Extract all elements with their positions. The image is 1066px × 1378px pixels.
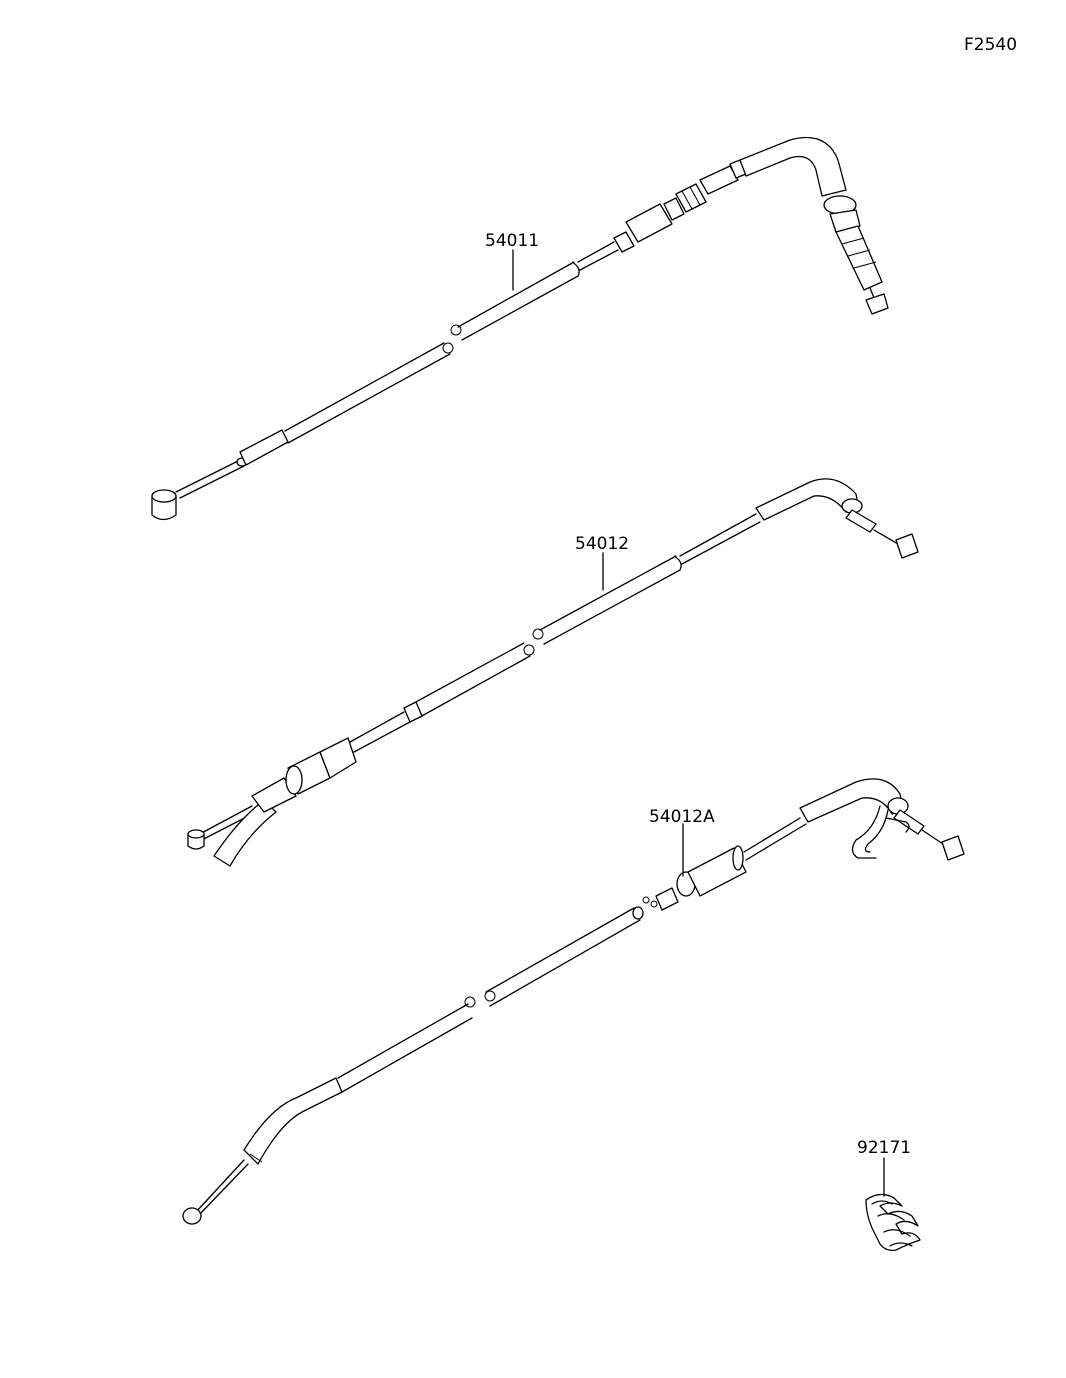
cable-54012A[interactable]: 54012A [182,778,965,1225]
part-label-54011[interactable]: 54011 [485,231,539,251]
cable-54012[interactable]: 54012 [187,478,919,867]
cable-54011[interactable]: 54011 [151,136,889,521]
clamp-92171[interactable]: 92171 [857,1138,921,1252]
part-label-92171[interactable]: 92171 [857,1138,911,1158]
part-label-54012A[interactable]: 54012A [649,807,715,827]
figure-code: F2540 [964,35,1017,55]
cable-54011-end-fitting [151,457,248,521]
part-label-54012[interactable]: 54012 [575,534,629,554]
